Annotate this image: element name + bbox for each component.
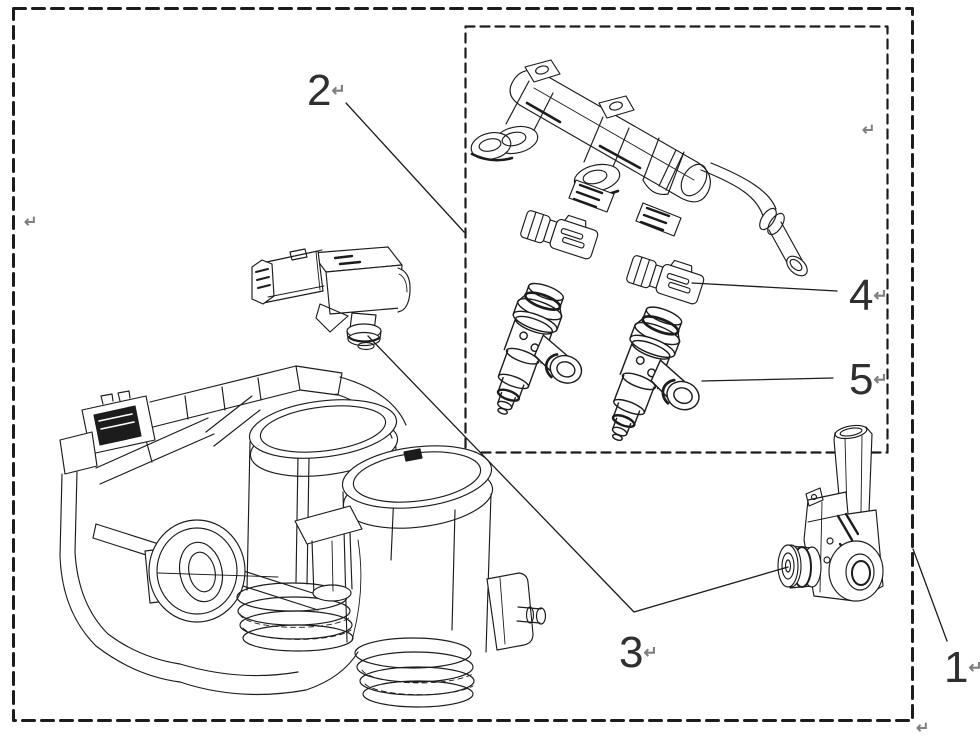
callout-5-number: 5 xyxy=(849,355,874,404)
fuel-rail-drawing xyxy=(470,59,808,277)
leader-line-5 xyxy=(701,377,834,382)
fuel-injector-drawing xyxy=(478,276,607,436)
callout-1-number: 1 xyxy=(944,643,969,692)
callout-1: 1 ↵ xyxy=(944,646,980,690)
callout-3: 3 ↵ xyxy=(619,631,658,675)
map-sensor-drawing xyxy=(251,246,411,351)
callout-5: 5 ↵ xyxy=(849,358,888,402)
return-mark: ↵ xyxy=(643,643,658,662)
return-mark: ↵ xyxy=(873,370,888,389)
callout-2-number: 2 xyxy=(307,66,332,115)
leader-line-4 xyxy=(691,282,838,292)
return-mark: ↵ xyxy=(968,658,980,677)
leader-line-3 xyxy=(367,335,789,613)
return-mark: ↵ xyxy=(24,214,38,231)
leader-line-1 xyxy=(912,548,948,642)
leader-line-2 xyxy=(345,102,465,233)
throttle-body-drawing xyxy=(59,365,547,708)
return-mark: ↵ xyxy=(331,81,346,100)
callout-4: 4 ↵ xyxy=(849,274,888,318)
return-mark: ↵ xyxy=(916,720,930,737)
callout-2: 2 ↵ xyxy=(307,69,346,113)
injector-connector-drawing xyxy=(518,202,602,261)
callout-4-number: 4 xyxy=(849,271,874,320)
injector-connector-drawing xyxy=(624,247,708,306)
outer-dashed-border xyxy=(12,7,914,722)
callout-3-number: 3 xyxy=(619,628,644,677)
inner-dashed-border xyxy=(464,25,889,454)
pressure-sensor-drawing xyxy=(777,424,884,602)
fuel-injector-drawing xyxy=(592,300,726,464)
return-mark: ↵ xyxy=(873,286,888,305)
return-mark: ↵ xyxy=(862,122,876,139)
